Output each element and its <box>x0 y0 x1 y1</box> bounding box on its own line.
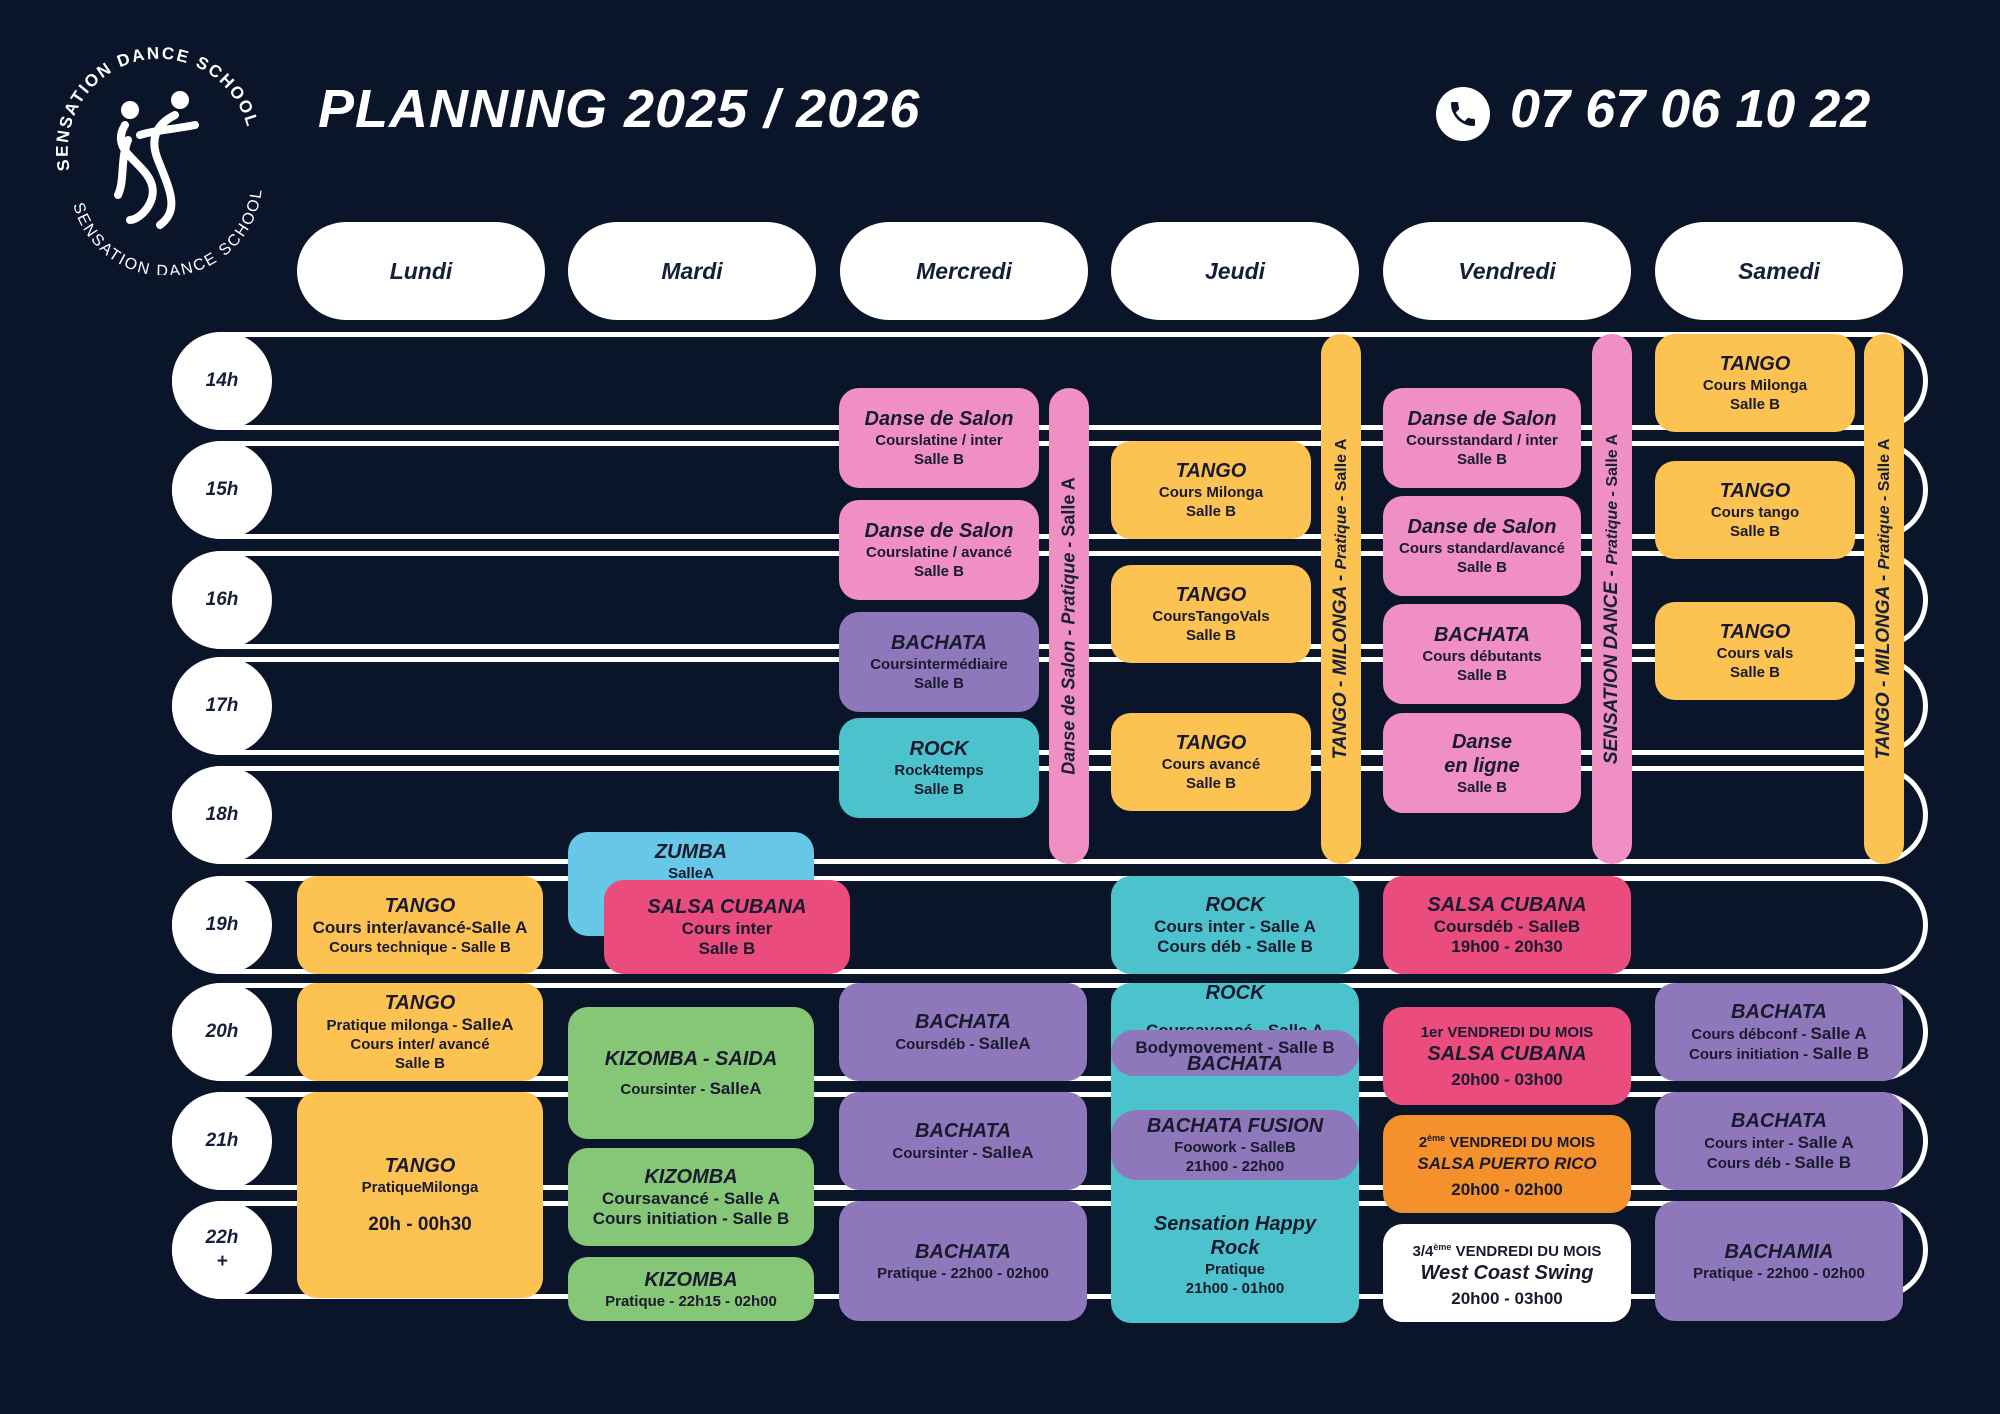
course-card[interactable]: TANGO PratiqueMilonga 20h - 00h30 <box>297 1092 543 1298</box>
course-card[interactable]: ROCK Rock4temps Salle B <box>839 718 1039 818</box>
hour-17h: 17h <box>172 657 272 755</box>
dancers-icon <box>114 91 199 229</box>
course-card[interactable]: 3/4ème VENDREDI DU MOIS West Coast Swing… <box>1383 1224 1631 1322</box>
course-card[interactable]: SALSA CUBANA Cours inter Salle B <box>604 880 850 974</box>
course-card[interactable]: 2ème VENDREDI DU MOIS SALSA PUERTO RICO … <box>1383 1115 1631 1213</box>
course-card[interactable]: Danse de Salon Cours standard/avancé Sal… <box>1383 496 1581 596</box>
course-card[interactable]: KIZOMBA Pratique - 22h15 - 02h00 <box>568 1257 814 1321</box>
day-mardi: Mardi <box>568 222 816 320</box>
course-card[interactable]: BACHATA Pratique - 22h00 - 02h00 <box>839 1201 1087 1321</box>
hour-21h: 21h <box>172 1092 272 1190</box>
phone-icon <box>1436 87 1490 141</box>
hour-18h: 18h <box>172 766 272 864</box>
course-card[interactable]: KIZOMBA Coursavancé - Salle A Cours init… <box>568 1148 814 1246</box>
course-card[interactable]: Bodymovement - Salle B BACHATA <box>1111 1030 1359 1076</box>
course-card[interactable]: SALSA CUBANA Coursdéb - SalleB 19h00 - 2… <box>1383 876 1631 974</box>
course-card[interactable]: BACHATA Cours inter - Salle A Cours déb … <box>1655 1092 1903 1190</box>
day-lundi: Lundi <box>297 222 545 320</box>
course-card[interactable]: TANGO Pratique milonga - SalleA Cours in… <box>297 983 543 1081</box>
bar-samedi-pratique[interactable]: TANGO - MILONGA - Pratique - Salle A <box>1864 334 1904 864</box>
bar-vendredi-pratique[interactable]: SENSATION DANCE - Pratique - Salle A <box>1592 334 1632 864</box>
course-card[interactable]: Danse de Salon Courslatine / avancé Sall… <box>839 500 1039 600</box>
course-card[interactable]: BACHATA Cours débutants Salle B <box>1383 604 1581 704</box>
course-card[interactable]: TANGO CoursTangoVals Salle B <box>1111 565 1311 663</box>
course-card[interactable]: TANGO Cours Milonga Salle B <box>1111 441 1311 539</box>
course-card[interactable]: BACHATA Coursinter - SalleA <box>839 1092 1087 1190</box>
course-card[interactable]: BACHATA Coursdéb - SalleA <box>839 983 1087 1081</box>
course-card[interactable]: TANGO Cours Milonga Salle B <box>1655 334 1855 432</box>
course-card[interactable]: BACHATA FUSION Foowork - SalleB 21h00 - … <box>1111 1110 1359 1180</box>
day-samedi: Samedi <box>1655 222 1903 320</box>
hour-14h: 14h <box>172 332 272 430</box>
course-card[interactable]: Danse en ligne Salle B <box>1383 713 1581 813</box>
page-title: PLANNING 2025 / 2026 <box>318 79 921 139</box>
course-card[interactable]: Danse de Salon Coursstandard / inter Sal… <box>1383 388 1581 488</box>
hour-15h: 15h <box>172 441 272 539</box>
day-vendredi: Vendredi <box>1383 222 1631 320</box>
course-card[interactable]: ROCK Cours inter - Salle A Cours déb - S… <box>1111 876 1359 974</box>
course-card[interactable]: BACHATA Cours débconf - Salle A Cours in… <box>1655 983 1903 1081</box>
course-card[interactable]: BACHAMIA Pratique - 22h00 - 02h00 <box>1655 1201 1903 1321</box>
course-card[interactable]: TANGO Cours inter/avancé-Salle A Cours t… <box>297 876 543 974</box>
course-card[interactable]: TANGO Cours tango Salle B <box>1655 461 1855 559</box>
hour-20h: 20h <box>172 983 272 1081</box>
course-card[interactable]: TANGO Cours vals Salle B <box>1655 602 1855 700</box>
bar-jeudi-pratique[interactable]: TANGO - MILONGA - Pratique - Salle A <box>1321 334 1361 864</box>
phone-number[interactable]: 07 67 06 10 22 <box>1510 79 1871 139</box>
day-jeudi: Jeudi <box>1111 222 1359 320</box>
bar-mercredi-pratique[interactable]: Danse de Salon - Pratique - Salle A <box>1049 388 1089 864</box>
course-card[interactable]: Danse de Salon Courslatine / inter Salle… <box>839 388 1039 488</box>
course-card[interactable]: Sensation Happy Rock Pratique 21h00 - 01… <box>1153 1213 1317 1297</box>
hour-19h: 19h <box>172 876 272 974</box>
school-logo: SENSATION DANCE SCHOOL SENSATION DANCE S… <box>30 30 275 281</box>
hour-22h: 22h+ <box>172 1201 272 1299</box>
course-card[interactable]: KIZOMBA - SAIDA Coursinter - SalleA <box>568 1007 814 1139</box>
course-card[interactable]: 1er VENDREDI DU MOIS SALSA CUBANA 20h00 … <box>1383 1007 1631 1105</box>
hour-16h: 16h <box>172 551 272 649</box>
day-mercredi: Mercredi <box>840 222 1088 320</box>
course-card[interactable]: TANGO Cours avancé Salle B <box>1111 713 1311 811</box>
course-card[interactable]: BACHATA Coursintermédiaire Salle B <box>839 612 1039 712</box>
